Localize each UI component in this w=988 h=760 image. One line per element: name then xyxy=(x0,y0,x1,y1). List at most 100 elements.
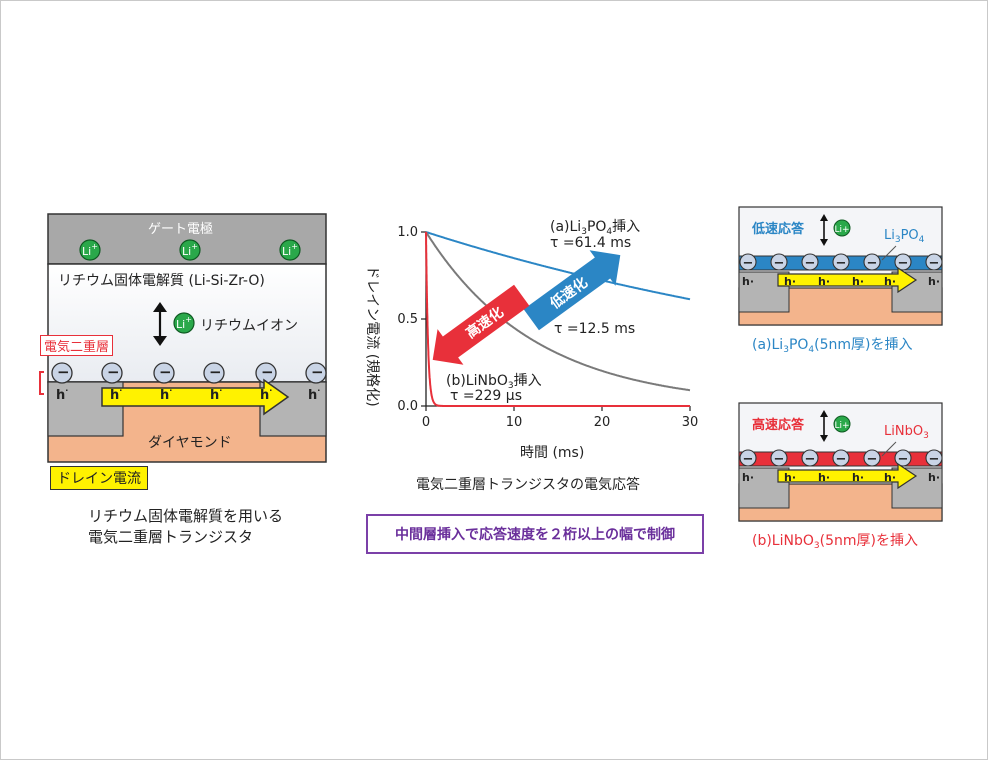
mini-li-ion-label: Li+ xyxy=(834,421,849,431)
diamond-label: ダイヤモンド xyxy=(148,435,232,451)
mini-negative-ion xyxy=(925,253,943,271)
left-caption-line2: 電気二重層トランジスタ xyxy=(88,528,254,546)
drain-current-label: ドレイン電流 xyxy=(50,466,148,490)
li-symbol: Li xyxy=(82,245,92,258)
edl-bracket xyxy=(39,371,44,395)
linbo3-sub: 3 xyxy=(923,431,929,441)
li-charge: + xyxy=(185,315,192,324)
li-ion-text: Li+ xyxy=(182,242,198,258)
rt-caption-sub1: 3 xyxy=(783,345,789,355)
hole: h· xyxy=(308,386,320,403)
li-ion xyxy=(173,312,195,334)
mini-minus: − xyxy=(898,452,909,467)
hole-dot: · xyxy=(65,386,69,395)
right-bottom-diagram: −−−−−−−h·h·h·h·h·h·Li+ 高速応答 LiNbO3 xyxy=(738,402,948,526)
mini-negative-ion xyxy=(801,253,819,271)
li3po4-mid: PO xyxy=(900,228,919,243)
series-a-label: (a)Li3PO4挿入 xyxy=(550,216,640,237)
mini-hole: h· xyxy=(928,471,940,484)
series-b-label: (b)LiNbO3挿入 xyxy=(446,370,542,391)
chart-title: 電気二重層トランジスタの電気応答 xyxy=(416,477,640,493)
right-top-caption: (a)Li3PO4(5nm厚)を挿入 xyxy=(752,334,912,355)
mini-ion-arrow-tail xyxy=(820,239,828,246)
mini-negative-ion xyxy=(739,253,757,271)
negative-ion xyxy=(203,362,225,384)
rb-caption-suffix: (5nm厚)を挿入 xyxy=(819,533,918,549)
mini-minus: − xyxy=(867,256,878,271)
mini-hole: h· xyxy=(884,471,896,484)
mini-leader-line xyxy=(881,245,897,261)
right-top-diagram: −−−−−−−h·h·h·h·h·h·Li+ 低速応答 Li3PO4 xyxy=(738,206,948,330)
left-transistor-diagram: ゲート電極 Li+ Li+ Li+ Li+ リチウム固体電解質 (Li-Si-Z… xyxy=(38,210,338,500)
series-line-2 xyxy=(425,232,690,407)
hole-dot: · xyxy=(219,386,223,395)
x-tick-label: 20 xyxy=(594,415,611,430)
hole-symbol: h xyxy=(260,388,270,403)
y-tick-label: 0.5 xyxy=(397,312,418,327)
slow-response-badge: 低速応答 xyxy=(752,222,805,237)
transistor-svg xyxy=(39,213,327,463)
series-b-sub: 3 xyxy=(507,381,514,391)
negative-ion xyxy=(51,362,73,384)
hole: h· xyxy=(110,386,122,403)
mini-current-arrow xyxy=(777,462,918,490)
li-ion xyxy=(79,239,101,261)
summary-banner: 中間層挿入で応答速度を２桁以上の幅で制御 xyxy=(366,514,704,554)
series-b-tau: τ =229 μs xyxy=(450,388,522,404)
hole-symbol: h xyxy=(210,388,220,403)
series-a-sub1: 3 xyxy=(581,227,587,237)
mini-hole: h· xyxy=(818,275,830,288)
mini-negative-ion xyxy=(863,253,881,271)
series-line-0 xyxy=(425,231,691,301)
hole: h· xyxy=(56,386,68,403)
mini-li-ion xyxy=(833,415,851,433)
mini-negative-ion xyxy=(770,253,788,271)
mini-ion-arrow-tail xyxy=(820,435,828,442)
hole-symbol: h xyxy=(160,388,170,403)
series-a-mid: PO xyxy=(586,219,607,235)
mini-negative-ion xyxy=(801,449,819,467)
minus-sign: − xyxy=(209,363,222,381)
left-caption-line1: リチウム固体電解質を用いる xyxy=(88,507,284,525)
mini-hole: h· xyxy=(818,471,830,484)
fast-response-badge: 高速応答 xyxy=(752,418,805,433)
negative-ion xyxy=(305,362,327,384)
right-top-svg: −−−−−−−h·h·h·h·h·h·Li+ xyxy=(738,206,943,326)
chart-xlabel: 時間 (ms) xyxy=(520,445,585,461)
y-tick-label: 0.0 xyxy=(397,399,418,414)
mini-minus: − xyxy=(867,452,878,467)
series-b-prefix: (b)LiNbO xyxy=(446,373,508,389)
mini-minus: − xyxy=(743,452,754,467)
series-a-sub2: 4 xyxy=(606,227,613,237)
li3po4-sub1: 3 xyxy=(894,235,901,245)
chart-ylabel: ドレイン電流 (規格化) xyxy=(364,265,380,407)
hole-dot: · xyxy=(169,386,173,395)
mini-minus: − xyxy=(929,256,940,271)
rb-caption-sub: 3 xyxy=(813,541,820,551)
mini-minus: − xyxy=(774,256,785,271)
ion-motion-arrow xyxy=(153,302,167,346)
mini-ion-arrow-head xyxy=(820,410,828,417)
li-charge: + xyxy=(291,242,298,251)
edl-label: 電気二重層 xyxy=(40,335,114,356)
rb-caption-prefix: (b)LiNbO xyxy=(752,533,814,549)
mini-minus: − xyxy=(774,452,785,467)
chart-arrows: 低速化 高速化 xyxy=(432,250,621,365)
right-bottom-caption: (b)LiNbO3(5nm厚)を挿入 xyxy=(752,530,918,551)
x-tick-label: 30 xyxy=(682,415,699,430)
x-tick-label: 10 xyxy=(506,415,523,430)
electrolyte-label: リチウム固体電解質 (Li-Si-Zr-O) xyxy=(58,273,265,289)
x-tick-label: 0 xyxy=(422,415,430,430)
hole: h· xyxy=(260,386,272,403)
mini-negative-ion xyxy=(863,449,881,467)
li-symbol: Li xyxy=(182,245,192,258)
mini-leader-line xyxy=(881,441,897,457)
mini-negative-ion xyxy=(739,449,757,467)
hole-dot: · xyxy=(119,386,123,395)
mini-negative-ion xyxy=(770,449,788,467)
mini-hole: h· xyxy=(852,471,864,484)
series-mid-tau: τ =12.5 ms xyxy=(554,321,636,337)
li-charge: + xyxy=(191,242,198,251)
mini-negative-ion xyxy=(925,449,943,467)
